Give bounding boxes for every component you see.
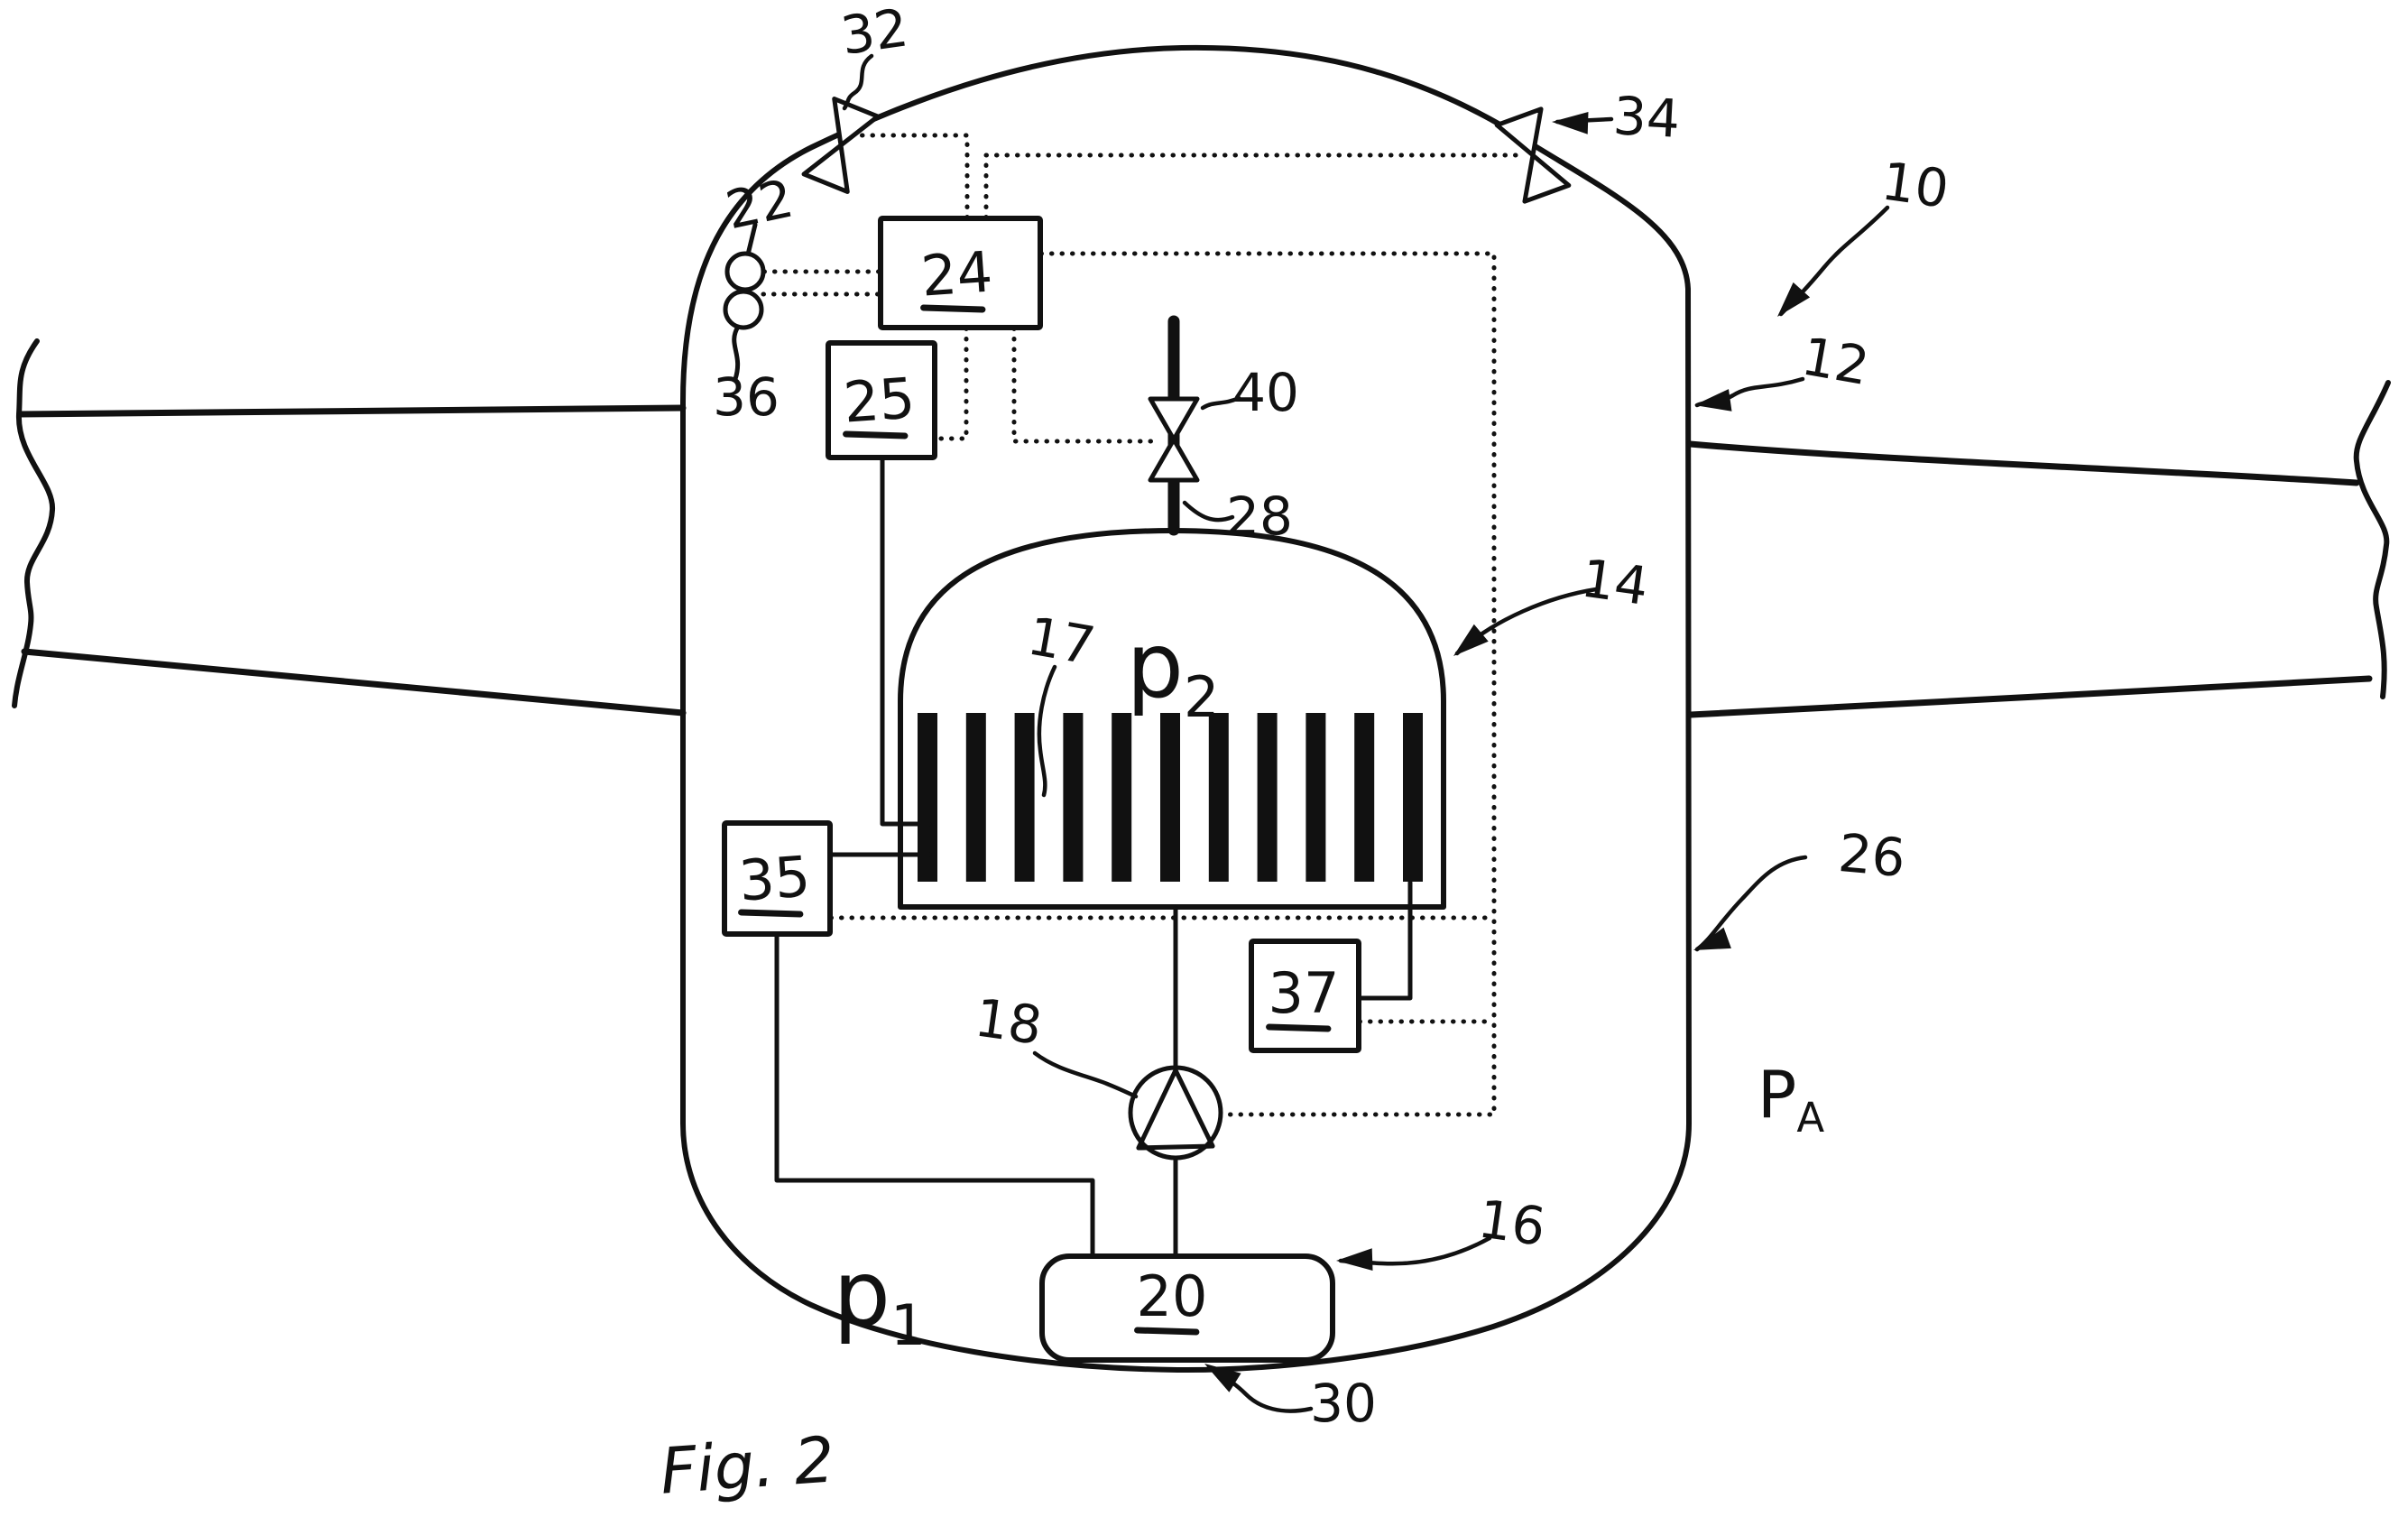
control-box24-to-pump <box>1038 251 1497 1117</box>
pipe-box35-to-tank <box>774 931 1095 1260</box>
electrode-bar <box>965 713 986 882</box>
label-pressure-pa: PA <box>1758 1057 1824 1142</box>
pipe-stack-to-box37 <box>1357 880 1413 1001</box>
label-ref-24: 24 <box>919 238 995 309</box>
sensor-circle-22 <box>724 251 766 292</box>
label-ref-26: 26 <box>1836 822 1907 889</box>
reservoir-tank-20 <box>1039 1253 1335 1363</box>
electrode-bar <box>1112 713 1132 882</box>
label-ref-32: 32 <box>837 0 912 67</box>
leader-26 <box>1694 855 1808 952</box>
leader-14-arrowhead <box>1453 624 1489 656</box>
leader-18 <box>1032 1050 1139 1099</box>
electrode-bar <box>918 713 937 882</box>
control-box-35 <box>722 820 833 937</box>
leader-10-arrowhead <box>1777 282 1811 317</box>
leader-17 <box>1037 664 1057 798</box>
left-wing-top-edge <box>16 404 687 418</box>
electrode-bar <box>1257 713 1278 882</box>
right-wing-top-edge <box>1686 440 2360 486</box>
inlet-valve-40 <box>1148 396 1200 483</box>
leader-30-arrowhead <box>1204 1364 1241 1392</box>
electrode-bar <box>1403 713 1423 882</box>
sensor22-stem <box>745 222 758 257</box>
leader-28 <box>1182 500 1235 523</box>
pump-circle <box>1128 1065 1223 1161</box>
label-figure-caption: Fig. 2 <box>658 1422 836 1508</box>
label-ref-12: 12 <box>1797 325 1873 397</box>
label-ref-30: 30 <box>1310 1373 1377 1434</box>
leader-16-arrowhead <box>1336 1248 1373 1271</box>
label-ref-20: 20 <box>1137 1263 1208 1329</box>
vent-valve-32 <box>801 97 881 194</box>
vent-valve-34 <box>1494 106 1572 204</box>
control-box24-to-valve34 <box>983 153 1527 220</box>
label-ref-34: 34 <box>1611 85 1681 150</box>
electrode-bar <box>1014 713 1035 882</box>
link-box24-to-box25 <box>933 326 969 441</box>
sensor36-tail <box>732 324 741 382</box>
underline-ref-35 <box>738 909 804 918</box>
leader-40 <box>1200 395 1241 411</box>
label-ref-10: 10 <box>1878 150 1953 220</box>
control-box-25 <box>826 340 937 460</box>
label-ref-22: 22 <box>721 168 798 242</box>
label-ref-14: 14 <box>1578 547 1653 617</box>
label-ref-37: 37 <box>1269 960 1340 1026</box>
leader-26-arrowhead <box>1693 927 1731 950</box>
electrode-bar <box>1305 713 1326 882</box>
label-ref-28: 28 <box>1226 486 1293 547</box>
leader-12-arrowhead <box>1694 389 1732 412</box>
pipe-box25-to-stack <box>880 455 932 827</box>
leader-32 <box>842 53 874 111</box>
control-valve32-to-box24 <box>849 133 970 220</box>
electrode-bar <box>1160 713 1180 882</box>
label-pressure-p1: p1 <box>834 1241 927 1358</box>
underline-ref-25 <box>843 430 909 439</box>
leader-34-arrowhead <box>1552 112 1589 134</box>
label-ref-35: 35 <box>737 843 813 913</box>
label-ref-25: 25 <box>842 365 918 435</box>
label-ref-36: 36 <box>713 366 780 428</box>
nacelle-housing-outline <box>680 44 1692 1374</box>
pump-triangle-overlay <box>1136 1068 1215 1151</box>
underline-ref-24 <box>920 304 986 313</box>
underline-ref-37 <box>1266 1023 1332 1032</box>
control-box-37 <box>1249 939 1361 1053</box>
label-ref-16: 16 <box>1475 1188 1550 1258</box>
left-wing-bottom-edge <box>21 648 687 717</box>
electrode-bar <box>1063 713 1084 882</box>
control-box-24 <box>878 216 1043 330</box>
label-ref-18: 18 <box>972 986 1047 1057</box>
sensor-circle-36 <box>723 289 764 330</box>
left-wing-break-line <box>12 338 56 708</box>
electrode-bar <box>1208 713 1229 882</box>
label-ref-40: 40 <box>1232 362 1299 423</box>
label-pressure-p2: p2 <box>1127 613 1220 730</box>
right-wing-break-line <box>2353 380 2391 699</box>
label-ref-17: 17 <box>1023 605 1099 677</box>
electrode-bar <box>1354 713 1375 882</box>
underline-ref-20 <box>1134 1327 1200 1336</box>
control-box24-to-valve40 <box>1011 326 1158 444</box>
right-wing-bottom-edge <box>1687 675 2373 718</box>
